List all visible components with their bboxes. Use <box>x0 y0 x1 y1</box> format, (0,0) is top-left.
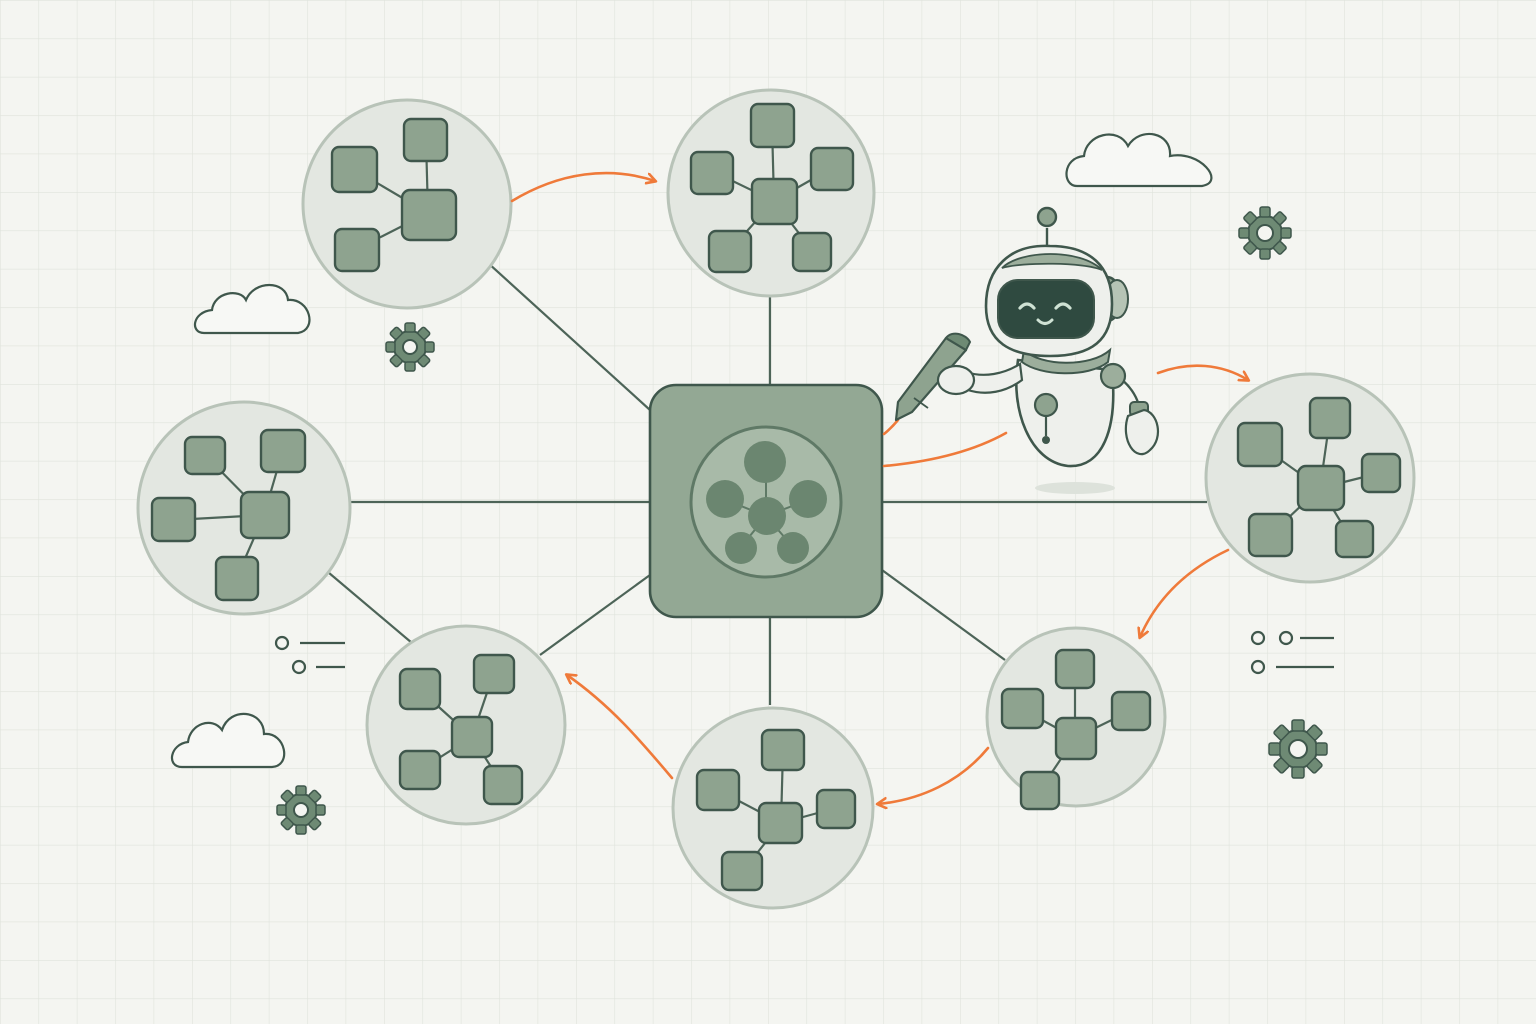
node <box>398 749 442 791</box>
list-lines-icon <box>274 635 345 675</box>
robot-smile <box>1036 318 1054 325</box>
flow-arrow <box>510 171 655 203</box>
node <box>472 653 516 695</box>
cloud-icon <box>194 284 311 335</box>
node <box>1360 452 1402 494</box>
node <box>720 850 764 892</box>
cluster-bottom-right <box>985 626 1167 811</box>
node <box>398 667 442 711</box>
node <box>183 435 227 476</box>
robot-eye <box>1054 302 1072 310</box>
cluster-bottom-left <box>365 624 567 826</box>
node <box>482 764 524 806</box>
spoke-bottom-left <box>539 574 651 656</box>
antenna-icon <box>1036 206 1058 228</box>
cluster-top-center <box>666 88 876 298</box>
node <box>1247 512 1294 558</box>
gear-icon <box>385 322 435 372</box>
node <box>749 102 796 149</box>
cluster-bottom-center <box>671 706 875 910</box>
robot-eye <box>1018 302 1036 310</box>
flow-arrow-robot-to-hub <box>882 431 1008 468</box>
pen-icon <box>894 332 972 422</box>
node <box>1000 687 1045 730</box>
cluster-top-left <box>301 98 513 310</box>
node <box>760 728 806 772</box>
flow-arrow <box>878 746 990 804</box>
node <box>809 146 855 192</box>
node <box>450 715 494 759</box>
node <box>1296 464 1346 512</box>
node <box>689 150 735 196</box>
cluster-left <box>136 400 352 616</box>
robot-shadow <box>1035 482 1115 494</box>
node <box>239 490 291 540</box>
node <box>750 177 799 226</box>
node <box>707 229 753 274</box>
node <box>259 428 307 474</box>
node <box>330 145 379 194</box>
gear-icon <box>1238 206 1292 260</box>
node <box>402 117 449 163</box>
node <box>333 227 381 273</box>
node <box>1110 690 1152 732</box>
cloud-icon <box>1065 132 1213 188</box>
node <box>214 555 260 602</box>
list-lines-icon <box>1250 630 1334 675</box>
flow-arrows <box>510 171 1248 804</box>
spoke-bottom-right <box>881 569 1006 661</box>
robot-hand <box>1124 408 1160 456</box>
node <box>815 788 857 830</box>
flow-arrow <box>1140 548 1230 637</box>
node <box>1054 648 1096 690</box>
gear-icon <box>1268 719 1328 779</box>
node <box>791 231 833 273</box>
gear-icon <box>276 785 326 835</box>
node <box>695 768 741 812</box>
flow-arrow <box>567 675 674 780</box>
cluster-right <box>1204 372 1416 584</box>
node <box>1236 421 1284 468</box>
cloud-icon <box>171 712 286 769</box>
network-hub <box>648 383 884 619</box>
node <box>1334 519 1375 559</box>
robot-body <box>1014 358 1115 468</box>
node <box>400 188 458 242</box>
pen-stroke <box>882 418 900 436</box>
node <box>1308 396 1352 440</box>
node <box>1054 716 1098 761</box>
flow-arrow <box>1156 364 1248 380</box>
node <box>150 496 197 543</box>
node <box>1019 770 1061 811</box>
node <box>757 801 804 845</box>
robot-face-screen <box>997 279 1095 339</box>
robot-with-pen <box>894 206 1160 494</box>
